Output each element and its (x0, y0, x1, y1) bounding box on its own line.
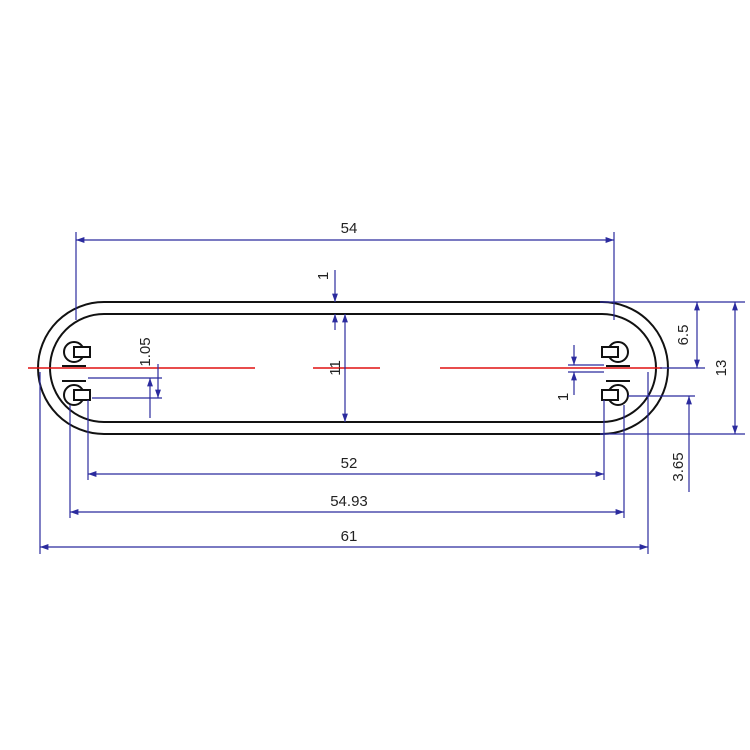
label-1-05: 1.05 (137, 337, 154, 366)
label-1-wall: 1 (315, 272, 332, 280)
dimension-6-5 (660, 302, 705, 369)
label-54-93: 54.93 (330, 493, 368, 510)
label-3-65: 3.65 (670, 452, 687, 481)
aluminium-profile (37, 301, 669, 435)
right-screw-slots (601, 341, 630, 406)
inner-contour (49, 313, 657, 423)
label-54: 54 (341, 220, 358, 237)
label-6-5: 6.5 (675, 325, 692, 346)
dimension-1-slot (568, 345, 604, 395)
dimension-54-93 (69, 405, 625, 518)
label-1-slot: 1 (555, 393, 572, 401)
dimension-54 (75, 232, 615, 320)
label-52: 52 (341, 455, 358, 472)
left-screw-slots (62, 341, 91, 406)
dimension-13 (600, 301, 745, 435)
dimension-61 (39, 372, 649, 554)
dimension-1-05 (88, 364, 162, 418)
label-61: 61 (341, 528, 358, 545)
dimension-3-65 (628, 395, 695, 492)
label-11: 11 (327, 360, 344, 376)
label-13: 13 (713, 360, 730, 377)
dimension-52 (87, 400, 605, 480)
